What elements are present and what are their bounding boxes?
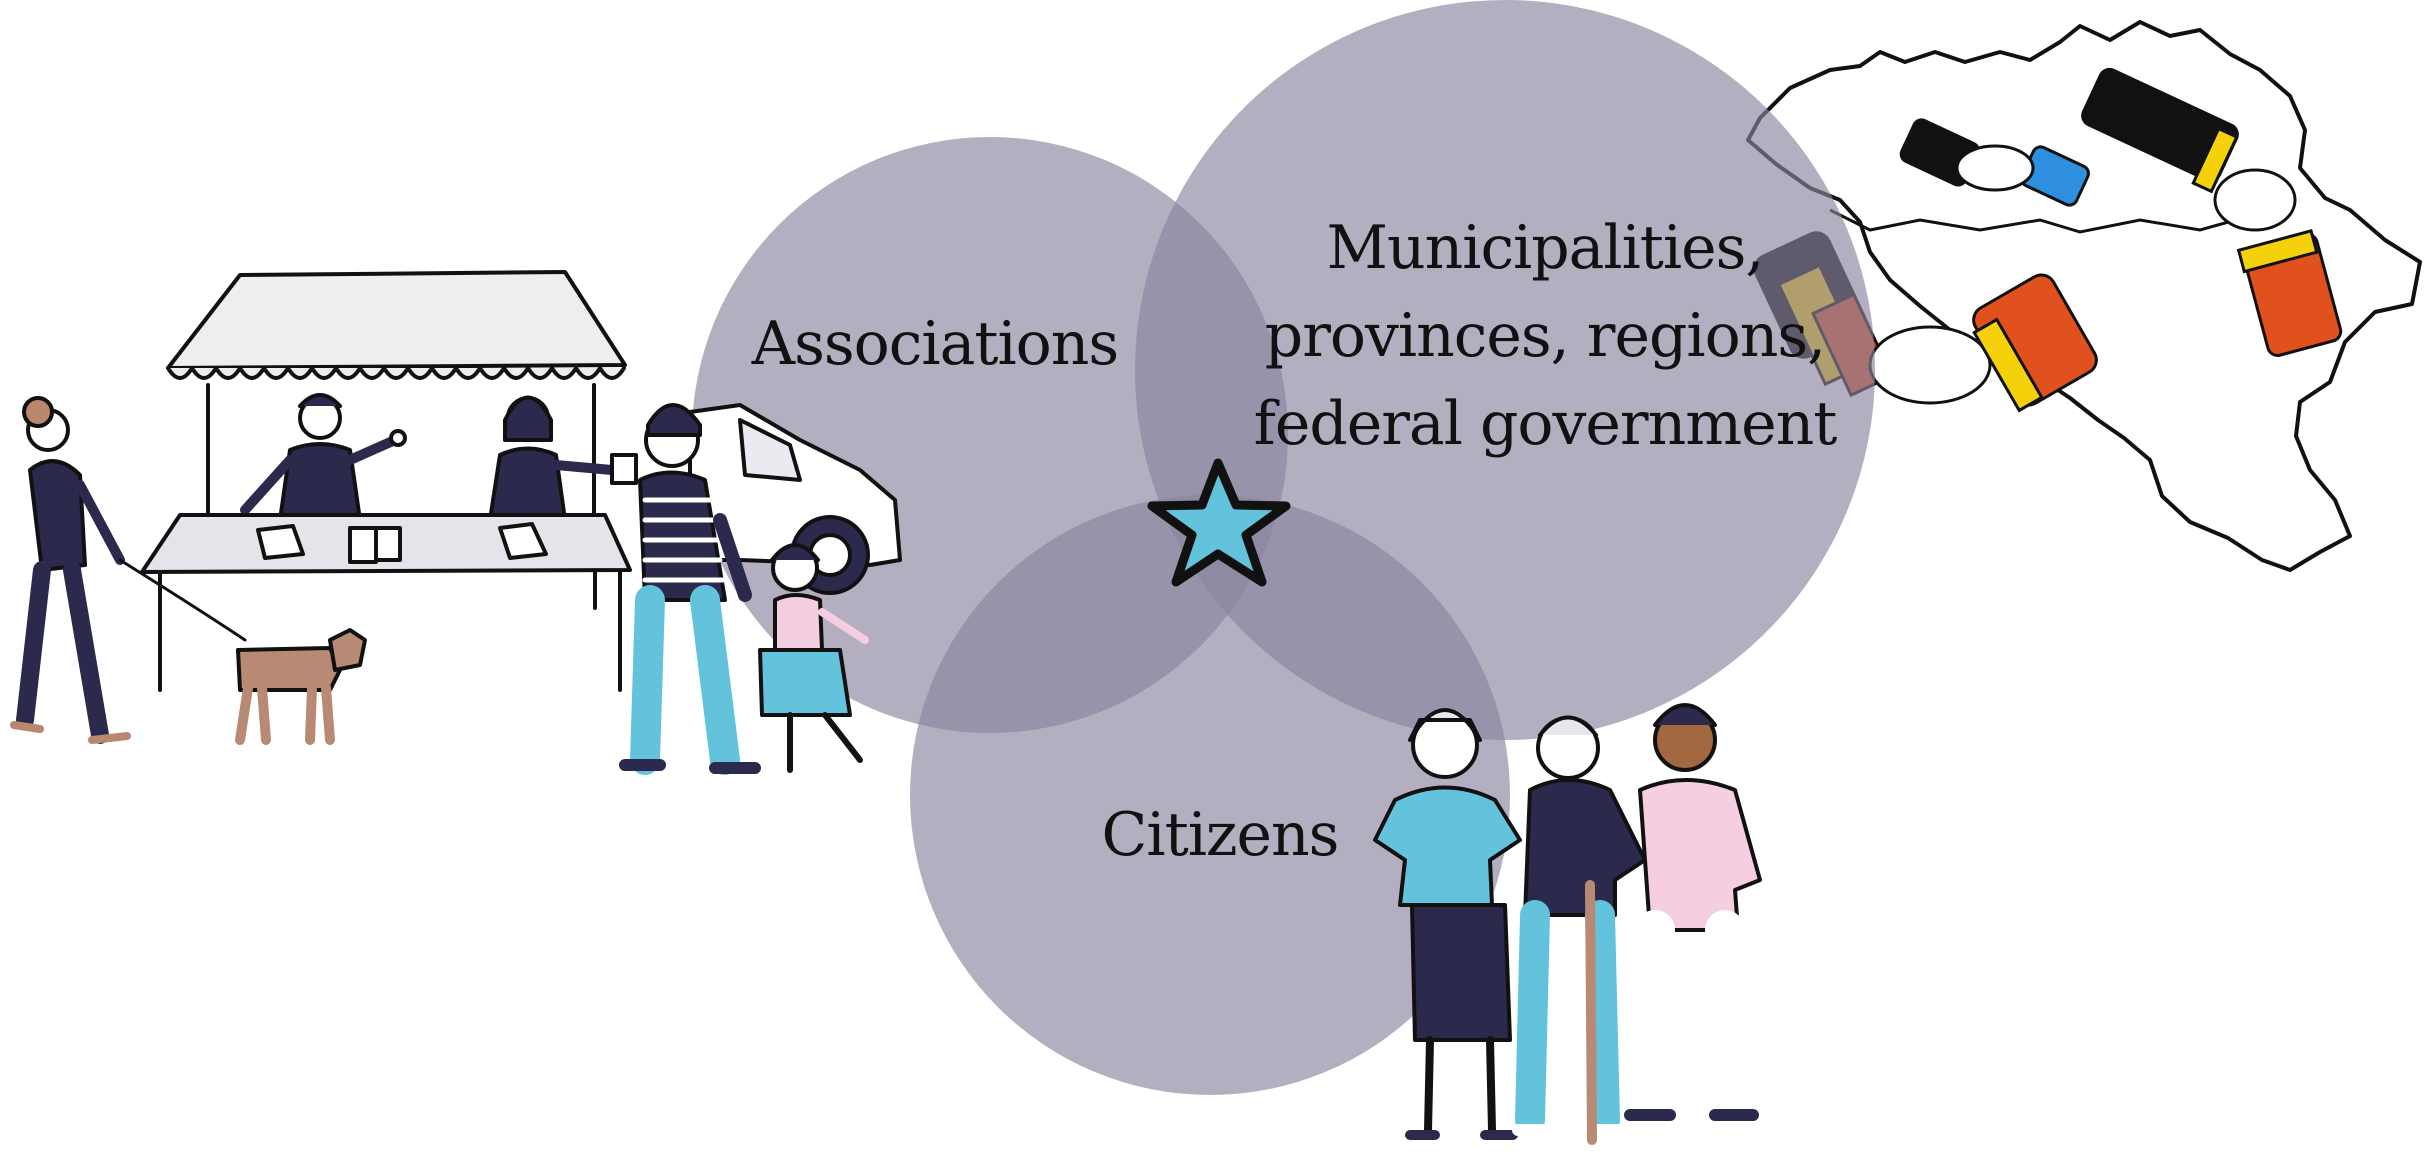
label-governments-line2: provinces, regions, [1265,301,1825,371]
handshake-top-icon [1899,118,2090,207]
citizens-group-illustration [1373,703,1762,1145]
dog-icon [235,628,367,745]
label-citizens: Citizens [1102,800,1339,870]
label-governments-line1: Municipalities, [1327,213,1764,283]
woman-walking-dog [10,396,247,744]
vendor-woman [488,395,638,522]
citizen-old-man [1512,715,1647,1145]
label-associations: Associations [751,309,1118,379]
citizen-young-man [1624,703,1762,1130]
label-governments-line3: federal government [1254,389,1838,459]
star-icon [1147,458,1291,587]
stall-awning [166,270,627,370]
venn-circles [692,0,1875,1095]
vendor-man [240,393,407,522]
map-inner-border [1829,208,2251,234]
market-stall-illustration [10,270,902,775]
handshake-right-icon [2081,67,2343,357]
circle-citizens [910,495,1510,1095]
citizen-woman [1373,708,1522,1140]
walking-cane-icon [1585,880,1597,1145]
father-and-daughter [619,403,869,775]
